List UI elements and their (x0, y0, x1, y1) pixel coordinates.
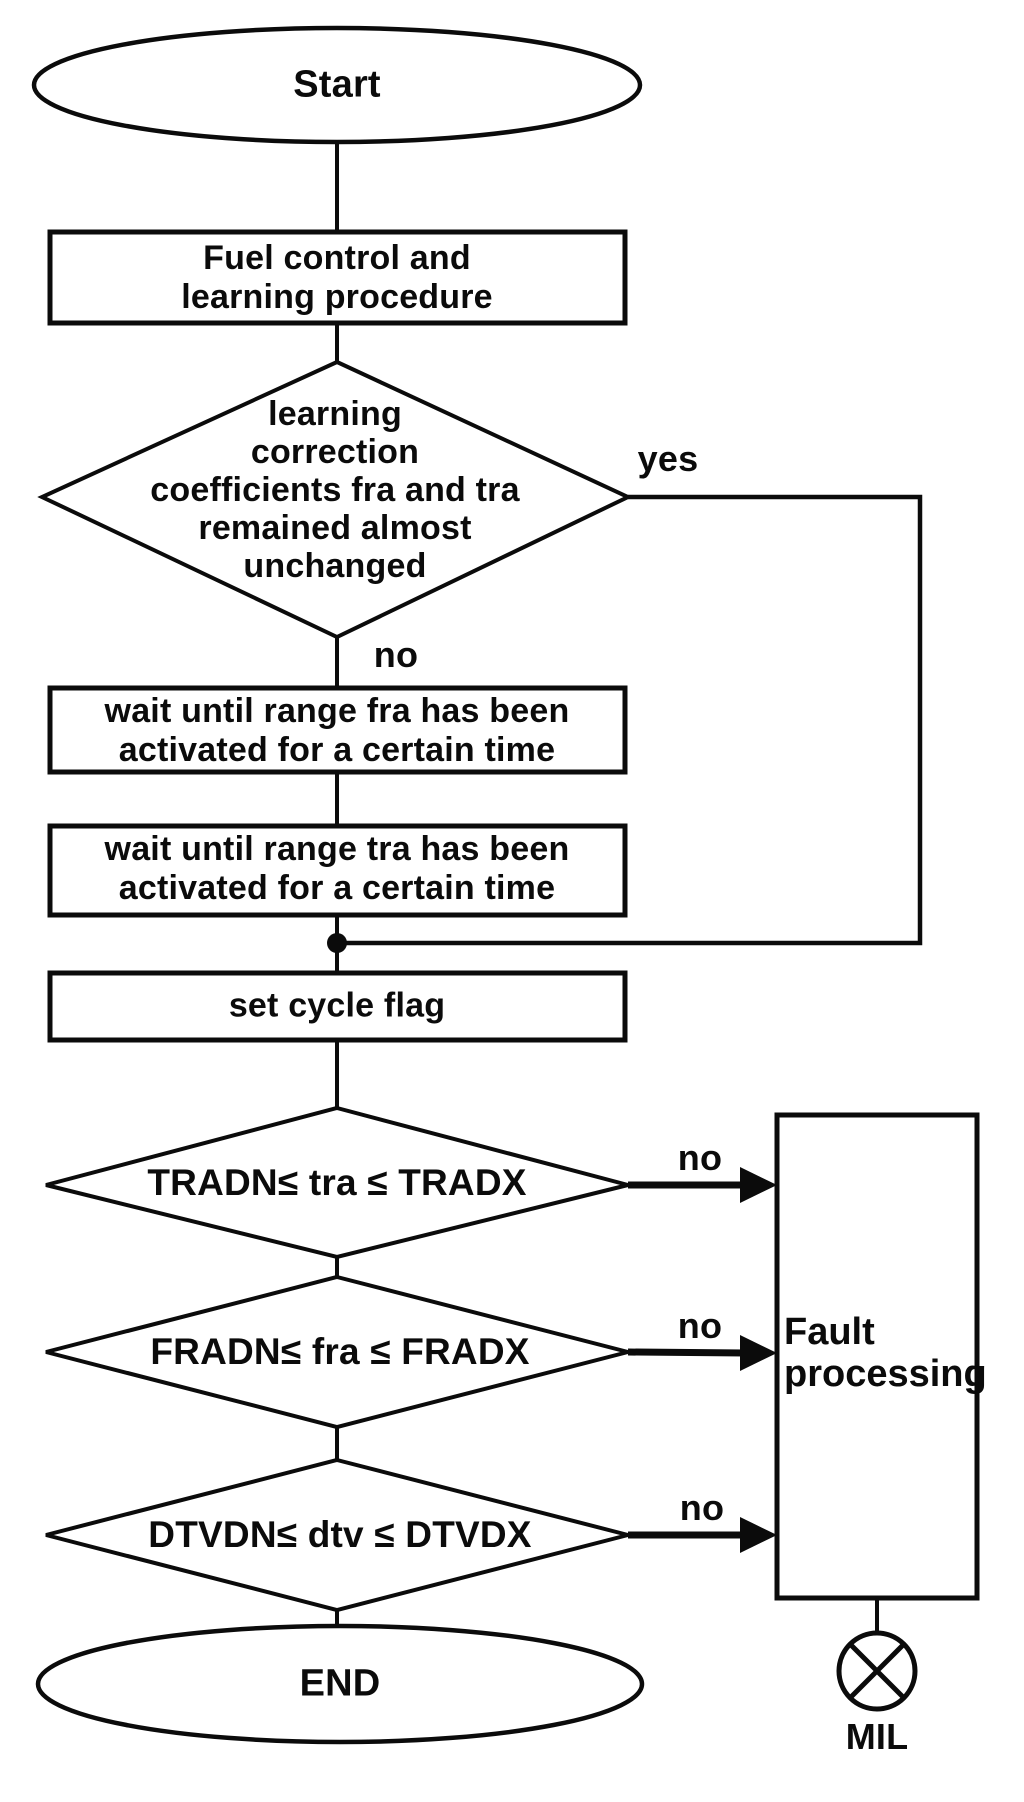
wait-tra-label-line: wait until range tra has been (104, 830, 570, 868)
wait-fra-label-line: activated for a certain time (118, 731, 556, 769)
arrowhead-icon (740, 1167, 777, 1203)
learning-yes-label: yes (637, 438, 699, 479)
end-label: END (299, 1662, 381, 1705)
wait-fra-label-line: wait until range fra has been (104, 692, 570, 730)
wait-fra-label: wait until range fra has been activated … (105, 692, 570, 770)
learning-check-label-line: unchanged (243, 547, 427, 585)
junction-dot (327, 933, 347, 953)
learning-check-label: learning correction coefficients fra and… (150, 395, 519, 585)
wait-tra-label-line: activated for a certain time (118, 869, 556, 907)
tra-no-label: no (677, 1137, 723, 1178)
set-cycle-flag-label: set cycle flag (228, 986, 446, 1025)
fra-no-label: no (677, 1305, 723, 1346)
wait-tra-label: wait until range tra has been activated … (105, 830, 570, 908)
end-terminator-shape (35, 1623, 645, 1745)
fra-range-check-label: FRADN≤ fra ≤ FRADX (150, 1331, 530, 1372)
fuel-control-label-line: Fuel control and (203, 239, 471, 277)
fuel-control-label-line: learning procedure (181, 278, 493, 316)
learning-check-label-line: coefficients fra and tra (150, 471, 520, 509)
dtv-no-label: no (679, 1487, 725, 1528)
fuel-control-label: Fuel control and learning procedure (181, 239, 493, 317)
learning-check-label-line: correction (250, 433, 420, 471)
tra-range-check-label: TRADN≤ tra ≤ TRADX (147, 1162, 527, 1203)
learning-check-label-line: learning (268, 395, 402, 433)
dtv-range-check-label: DTVDN≤ dtv ≤ DTVDX (148, 1514, 532, 1555)
learning-check-label-line: remained almost (198, 509, 472, 547)
learning-no-label: no (373, 634, 419, 675)
edge-learning-yes (346, 494, 923, 946)
fault-processing-label-line: processing (784, 1353, 987, 1395)
edge-fra-no-arrow (627, 1335, 777, 1371)
arrowhead-icon (740, 1517, 777, 1553)
edge-dtv-no-arrow (628, 1517, 777, 1553)
edge-tra-no-arrow (628, 1167, 777, 1203)
mil-label: MIL (845, 1716, 909, 1757)
start-label: Start (293, 63, 381, 106)
fault-processing-label: Fault processing (784, 1311, 987, 1395)
mil-lamp-icon (836, 1630, 918, 1712)
fault-processing-label-line: Fault (784, 1311, 875, 1353)
arrowhead-icon (740, 1335, 777, 1371)
